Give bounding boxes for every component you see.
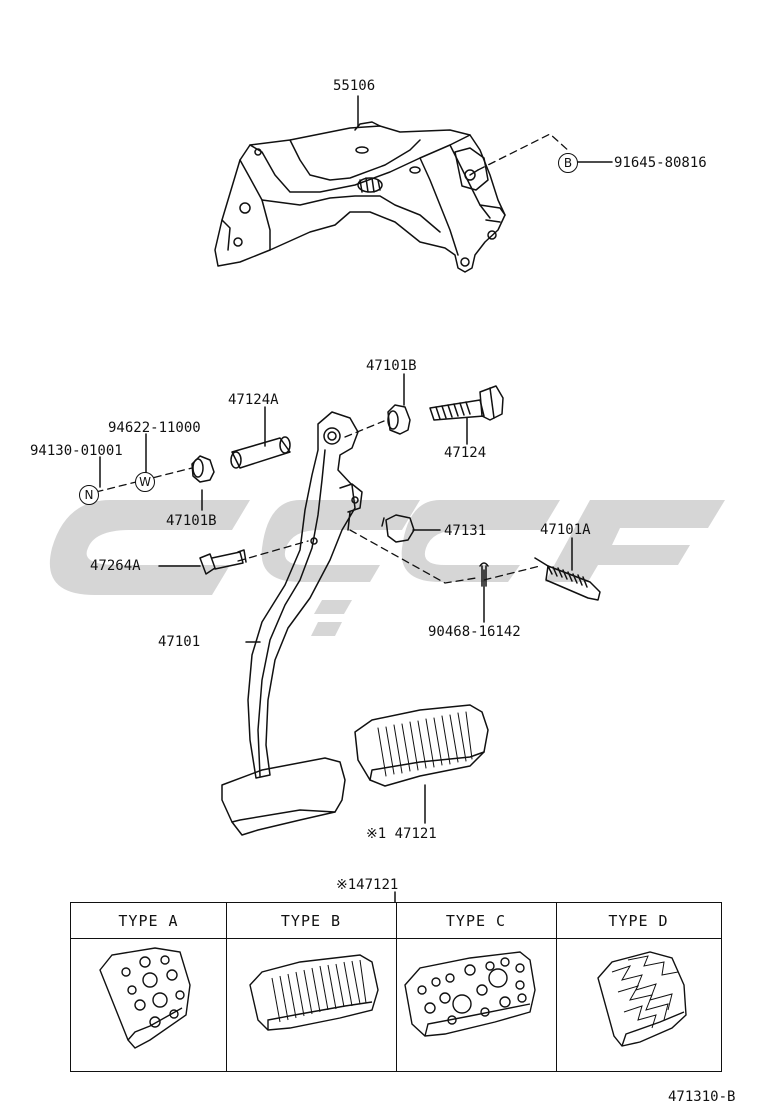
pedal-pad-attached-illustration xyxy=(221,757,346,836)
type-c-header: TYPE C xyxy=(396,903,556,939)
type-d-pad-illustration xyxy=(597,951,687,1047)
part-label-47101[interactable]: 47101 xyxy=(158,634,201,650)
part-label-55106[interactable]: 55106 xyxy=(333,78,376,94)
part-label-47101b-left[interactable]: 47101B xyxy=(166,513,217,529)
part-label-47101a[interactable]: 47101A xyxy=(540,522,591,538)
table-divider xyxy=(556,903,557,1071)
type-a-header: TYPE A xyxy=(71,903,226,939)
bushing-top-illustration xyxy=(387,404,411,435)
part-label-90468-16142[interactable]: 90468-16142 xyxy=(428,624,521,640)
type-a-cell[interactable] xyxy=(71,939,226,1071)
spring-illustration xyxy=(534,557,601,601)
part-label-94622-11000[interactable]: 94622-11000 xyxy=(108,420,201,436)
part-label-47131[interactable]: 47131 xyxy=(444,523,487,539)
bolt-illustration xyxy=(429,385,504,421)
part-label-47101b-top[interactable]: 47101B xyxy=(366,358,417,374)
table-divider xyxy=(396,903,397,1071)
stopper-illustration xyxy=(381,514,415,543)
leader-lines xyxy=(99,95,613,903)
type-b-cell[interactable] xyxy=(227,939,396,1071)
type-b-header: TYPE B xyxy=(226,903,396,939)
type-d-header: TYPE D xyxy=(556,903,721,939)
part-label-91645-80816[interactable]: 91645-80816 xyxy=(614,155,707,171)
callout-b[interactable]: B xyxy=(558,153,578,173)
pedal-arm-illustration xyxy=(247,411,363,779)
part-label-47124[interactable]: 47124 xyxy=(444,445,487,461)
callout-n[interactable]: N xyxy=(79,485,99,505)
part-label-47124a[interactable]: 47124A xyxy=(228,392,279,408)
type-b-pad-illustration xyxy=(249,954,379,1031)
table-reference-label[interactable]: ※147121 xyxy=(336,877,399,893)
cotter-pin-illustration xyxy=(479,562,489,587)
part-label-94130-01001[interactable]: 94130-01001 xyxy=(30,443,123,459)
type-c-pad-illustration xyxy=(404,951,536,1037)
type-d-cell[interactable] xyxy=(557,939,721,1071)
diagram-code: 471310-B xyxy=(668,1089,736,1105)
pedal-pad-ribbed-illustration xyxy=(354,704,489,787)
pin-illustration xyxy=(199,549,247,575)
pedal-bracket-illustration xyxy=(214,121,506,273)
collar-illustration xyxy=(230,436,291,469)
bushing-left-illustration xyxy=(191,455,215,483)
table-divider xyxy=(226,903,227,1071)
type-c-cell[interactable] xyxy=(397,939,556,1071)
pad-type-table: TYPE A TYPE B TYPE C TYPE D xyxy=(70,902,722,1072)
part-label-47121[interactable]: ※1 47121 xyxy=(366,826,437,842)
type-a-pad-illustration xyxy=(99,947,191,1049)
part-label-47264a[interactable]: 47264A xyxy=(90,558,141,574)
watermark-logo xyxy=(49,500,725,636)
callout-w[interactable]: W xyxy=(135,472,155,492)
